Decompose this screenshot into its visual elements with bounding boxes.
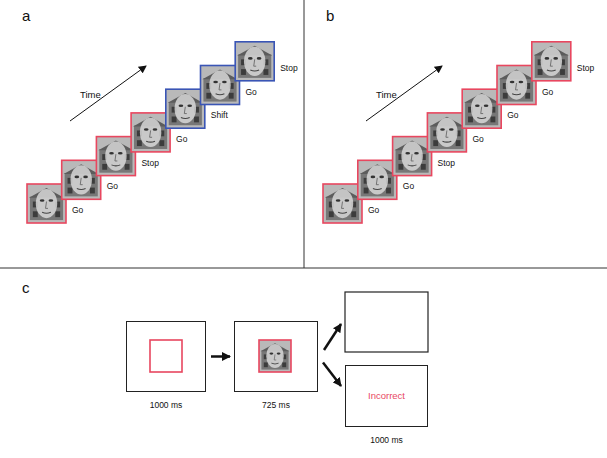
panel-letter: b — [326, 8, 334, 23]
trial-type-label: Go — [368, 206, 379, 215]
duration-caption: 1000 ms — [117, 401, 215, 410]
divider — [0, 268, 607, 269]
divider — [304, 0, 305, 268]
transition-arrow — [323, 363, 341, 387]
trial-type-label: Go — [72, 206, 83, 215]
trial-type-label: Go — [246, 88, 257, 97]
fixation-square — [150, 340, 182, 372]
transition-arrow — [324, 324, 341, 350]
screen-box: Incorrect1000 ms — [345, 365, 428, 427]
stimulus-image — [259, 340, 291, 372]
feedback-text: Incorrect — [346, 391, 427, 401]
stimulus-frame — [259, 340, 291, 372]
duration-caption: 725 ms — [225, 401, 327, 410]
trial-type-label: Stop — [438, 159, 456, 168]
trial-type-label: Go — [542, 88, 553, 97]
stimulus-sequence-a — [27, 42, 274, 223]
trial-type-label: Go — [403, 182, 414, 191]
screen-box: 725 ms — [234, 321, 318, 392]
stimulus-sequence-b — [323, 42, 571, 223]
duration-caption: 1000 ms — [336, 436, 437, 445]
panel-letter: a — [22, 8, 30, 23]
blank-screen — [345, 292, 428, 352]
trial-type-label: Go — [176, 135, 187, 144]
trial-type-label: Stop — [577, 64, 595, 73]
axis-label: Time — [80, 90, 101, 100]
trial-type-label: Shift — [211, 111, 228, 120]
trial-type-label: Stop — [141, 159, 159, 168]
trial-type-label: Go — [107, 182, 118, 191]
transition-arrow — [211, 355, 230, 358]
trial-type-label: Go — [507, 111, 518, 120]
screen-box: 1000 ms — [126, 321, 206, 392]
trial-type-label: Stop — [280, 64, 298, 73]
panel-letter: c — [22, 280, 30, 295]
trial-type-label: Go — [472, 135, 483, 144]
axis-label: Time — [376, 90, 397, 100]
